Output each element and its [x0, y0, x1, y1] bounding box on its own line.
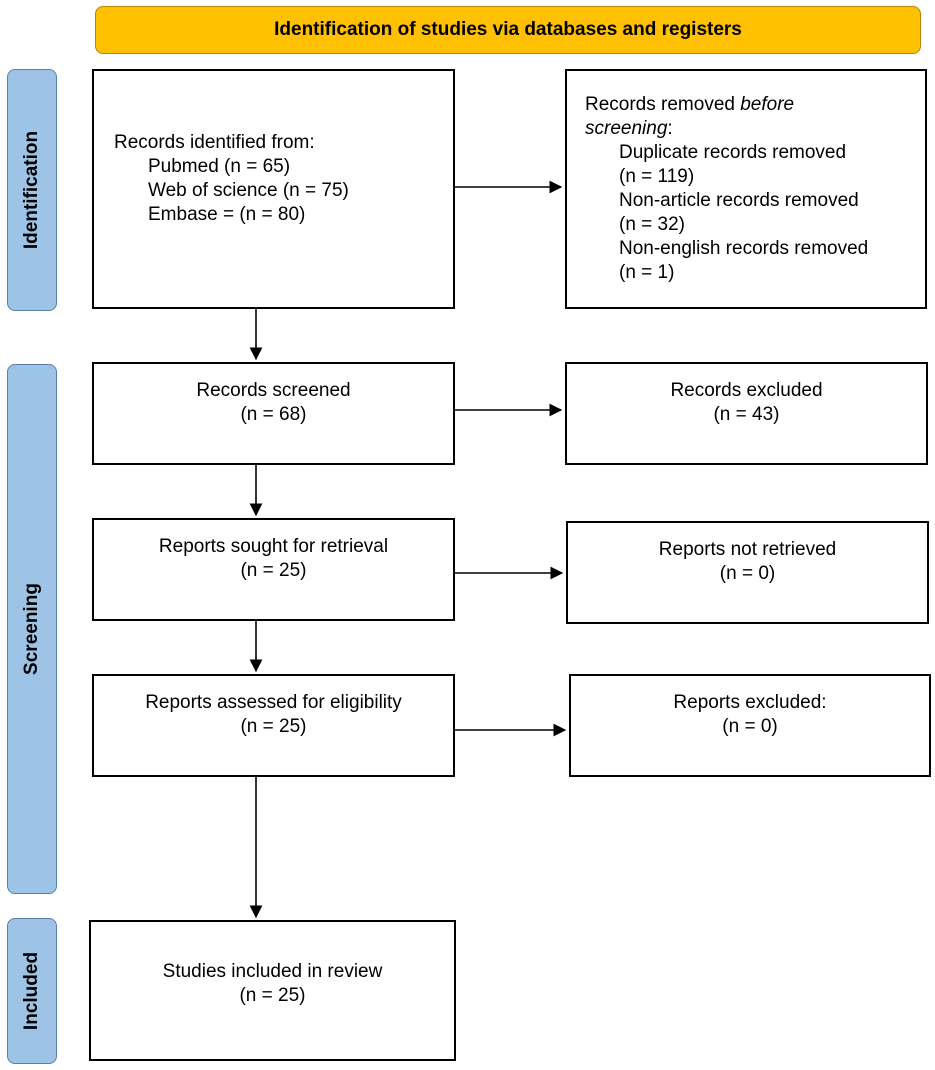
studies-included-n: (n = 25): [239, 984, 306, 1006]
reports-sought-box: Reports sought for retrieval (n = 25): [92, 518, 455, 621]
source-embase: Embase = (n = 80): [148, 204, 306, 225]
reports-excluded-label: Reports excluded:: [673, 691, 827, 713]
studies-included-label: Studies included in review: [162, 960, 383, 982]
non-article-removed: Non-article records removed: [619, 190, 859, 211]
reports-excluded-box: Reports excluded: (n = 0): [569, 674, 931, 777]
non-english-removed-n: (n = 1): [619, 262, 675, 283]
records-removed-box: Records removed before screening: Duplic…: [565, 69, 927, 309]
records-removed-title-line2: screening:: [585, 117, 925, 141]
studies-included-box: Studies included in review (n = 25): [89, 920, 456, 1061]
non-english-removed: Non-english records removed: [619, 238, 869, 259]
phase-screening: Screening: [7, 364, 57, 894]
removed-title-italic: before: [740, 94, 795, 115]
records-screened-label: Records screened: [196, 379, 351, 401]
source-pubmed: Pubmed (n = 65): [148, 156, 291, 177]
records-excluded-label: Records excluded: [670, 379, 823, 401]
records-removed-title: Records removed before: [585, 93, 925, 117]
reports-not-retrieved-box: Reports not retrieved (n = 0): [566, 521, 929, 624]
reports-not-retrieved-label: Reports not retrieved: [658, 538, 837, 560]
reports-assessed-label: Reports assessed for eligibility: [145, 691, 402, 713]
reports-not-retrieved-n: (n = 0): [719, 562, 776, 584]
header-banner: Identification of studies via databases …: [95, 6, 921, 54]
source-web-of-science: Web of science (n = 75): [148, 180, 349, 201]
records-excluded-box: Records excluded (n = 43): [565, 362, 928, 465]
removed-title-colon: :: [667, 118, 673, 139]
duplicate-removed: Duplicate records removed: [619, 142, 847, 163]
records-screened-box: Records screened (n = 68): [92, 362, 455, 465]
reports-excluded-n: (n = 0): [722, 715, 778, 737]
reports-sought-label: Reports sought for retrieval: [158, 535, 389, 557]
reports-sought-n: (n = 25): [240, 559, 307, 581]
non-article-removed-n: (n = 32): [619, 214, 686, 235]
duplicate-removed-n: (n = 119): [619, 166, 695, 187]
reports-assessed-n: (n = 25): [240, 715, 307, 737]
removed-title-start: Records removed: [585, 94, 741, 115]
reports-assessed-box: Reports assessed for eligibility (n = 25…: [92, 674, 455, 777]
records-excluded-n: (n = 43): [713, 403, 780, 425]
removed-title-line2-italic: screening: [585, 118, 668, 139]
records-screened-n: (n = 68): [240, 403, 307, 425]
records-identified-box: Records identified from: Pubmed (n = 65)…: [92, 69, 455, 309]
phase-identification: Identification: [7, 69, 57, 311]
records-identified-title: Records identified from:: [114, 132, 315, 153]
phase-included: Included: [7, 918, 57, 1064]
header-title: Identification of studies via databases …: [274, 19, 742, 40]
